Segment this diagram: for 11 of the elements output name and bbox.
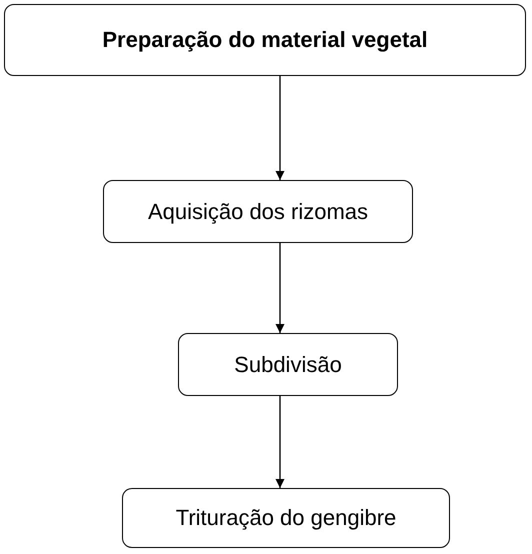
- process-box: [122, 488, 450, 548]
- arrow: [276, 76, 284, 180]
- process-box: [178, 333, 398, 396]
- step-label: Trituração do gengibre: [176, 505, 396, 531]
- step-label: Preparação do material vegetal: [102, 27, 428, 53]
- process-box: [103, 180, 413, 243]
- arrow: [276, 396, 284, 488]
- process-box: [4, 4, 526, 76]
- arrow: [276, 243, 284, 333]
- step-label: Aquisição dos rizomas: [148, 198, 368, 224]
- step-label: Subdivisão: [234, 352, 342, 378]
